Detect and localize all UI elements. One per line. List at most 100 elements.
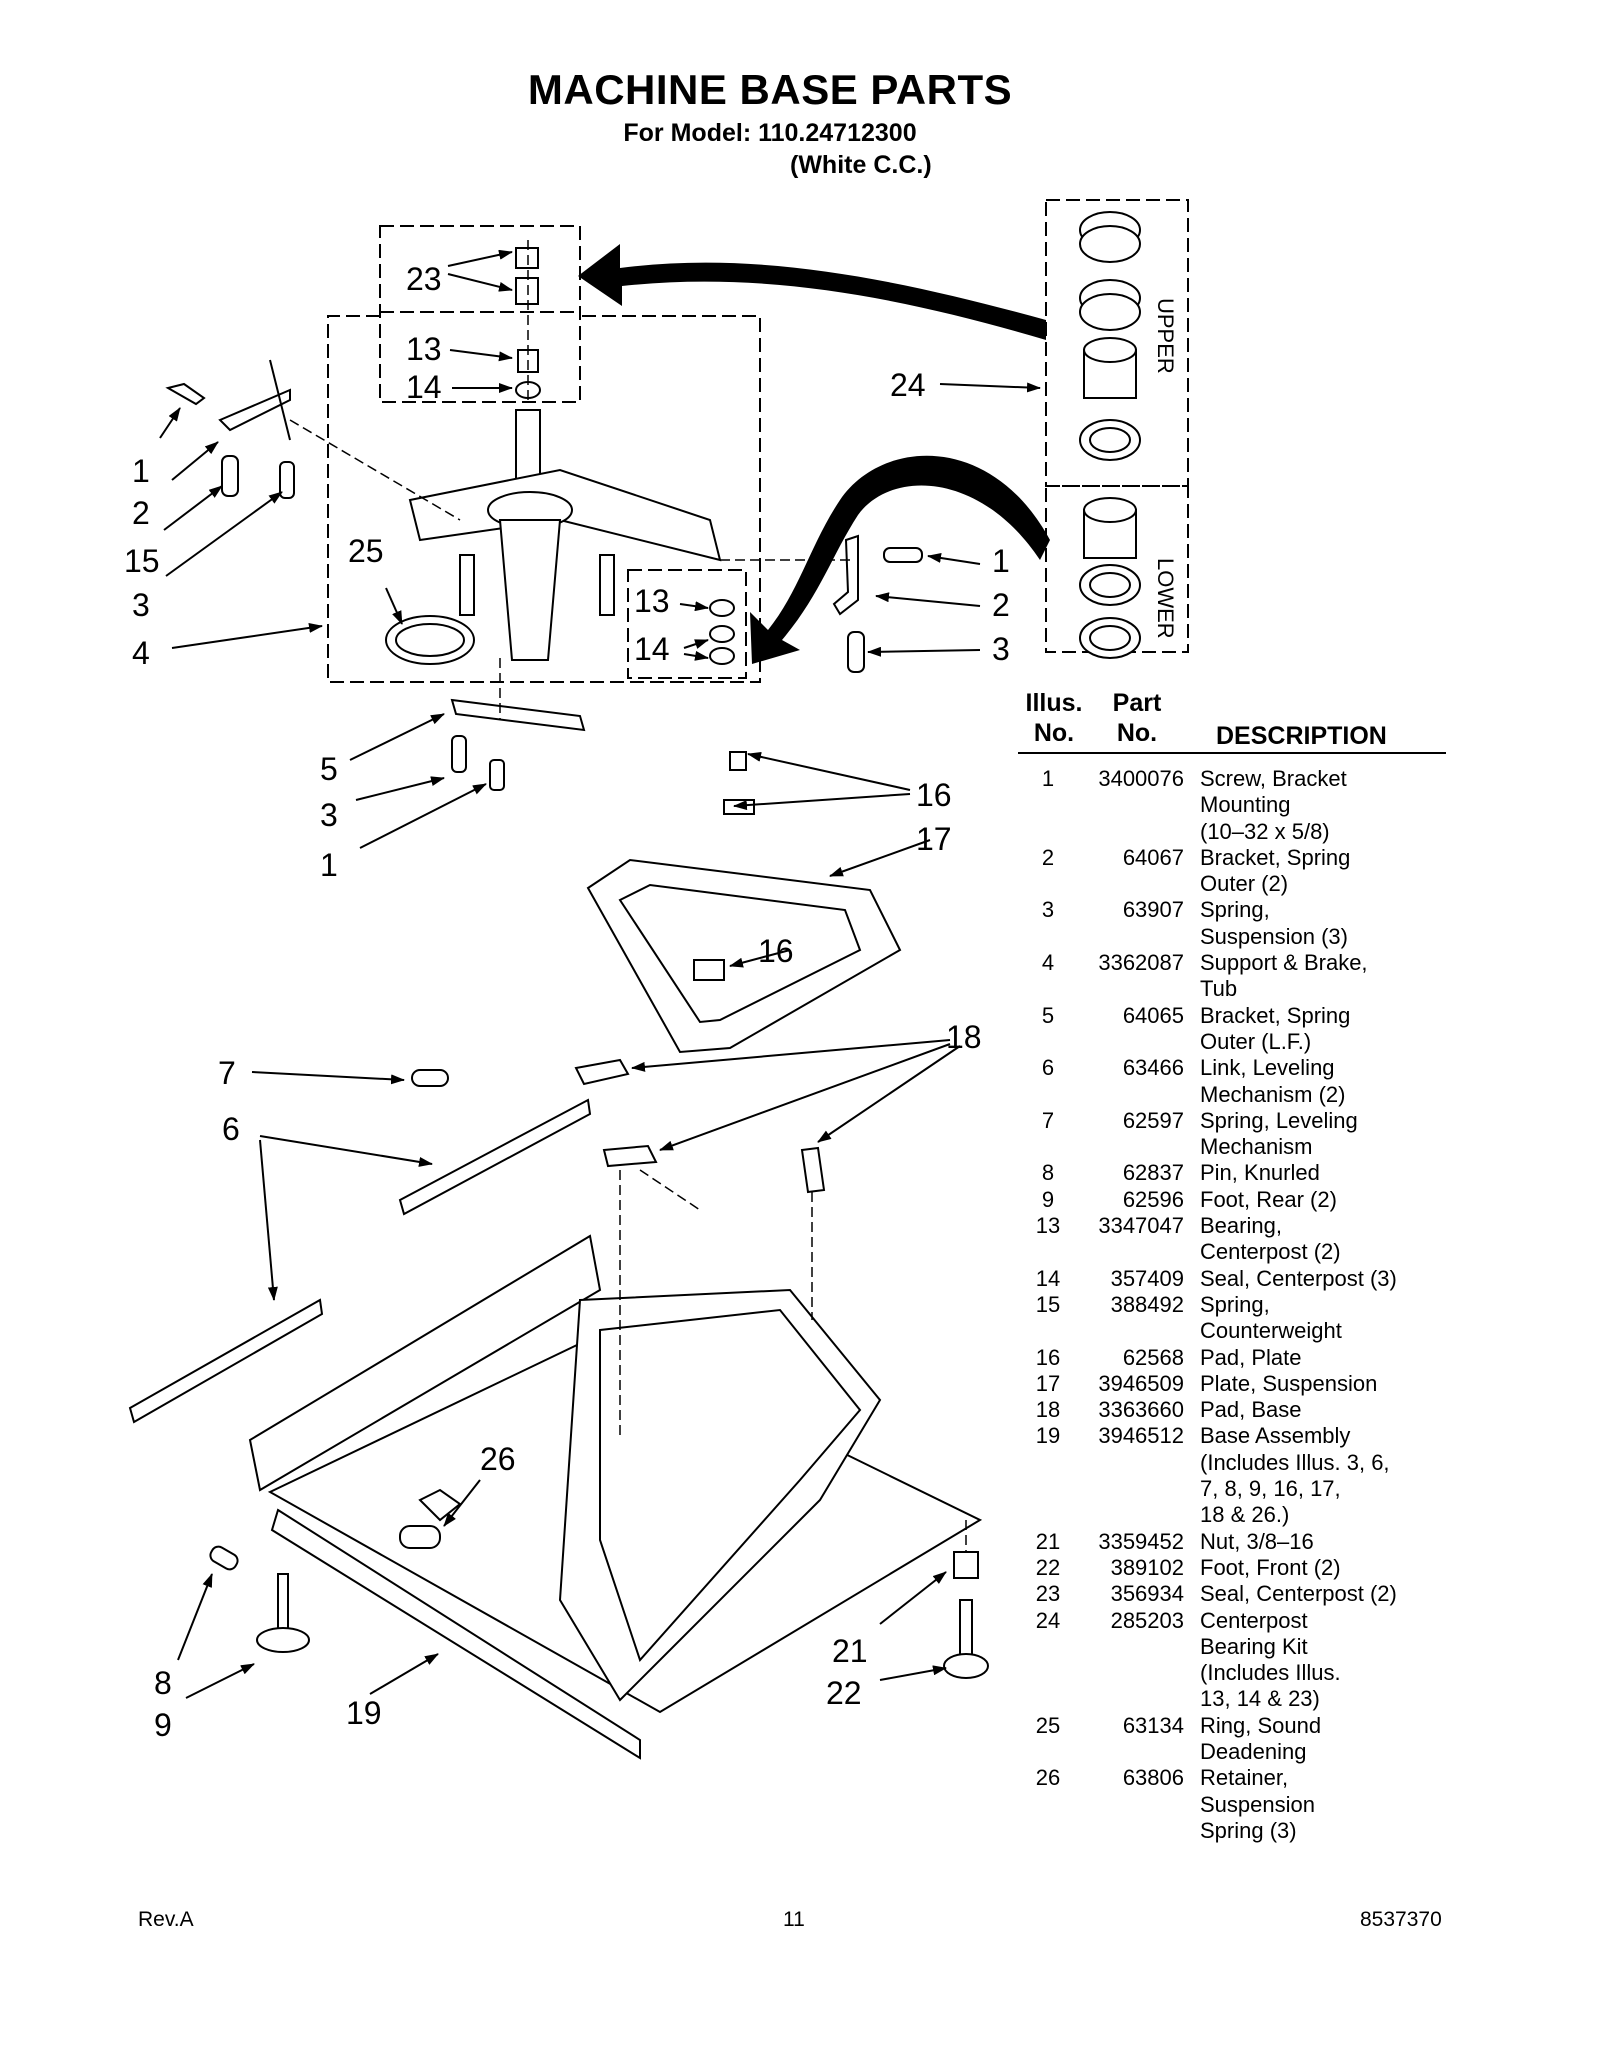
callout-18: 18	[946, 1019, 982, 1055]
callout-23: 23	[406, 261, 442, 297]
callout-16-upper: 16	[916, 777, 952, 813]
color-line: (White C.C.)	[790, 151, 932, 179]
part-number: 3400076	[1098, 766, 1184, 791]
part-description: Nut, 3/8–16	[1200, 1528, 1314, 1554]
illus-number: 18	[1035, 1397, 1061, 1423]
table-row: 21 3359452 Nut, 3/8–16	[1018, 1529, 1448, 1555]
illus-number: 17	[1035, 1370, 1061, 1396]
table-row: 23 356934 Seal, Centerpost (2)	[1018, 1581, 1448, 1607]
callout-17: 17	[916, 821, 952, 857]
part-number: 3347047	[1098, 1213, 1184, 1239]
part-description: Screw, Bracket Mounting (10–32 x 5/8)	[1200, 766, 1347, 844]
part-number: 388492	[1110, 1291, 1184, 1317]
callout-25: 25	[348, 533, 384, 569]
part-description: Link, Leveling Mechanism (2)	[1200, 1055, 1346, 1107]
part-number: 63806	[1122, 1765, 1184, 1791]
document-number: 8537370	[1360, 1908, 1442, 1931]
illus-number: 1	[1041, 766, 1055, 791]
header-illus-line2: No.	[1033, 719, 1075, 747]
callout-14-lower: 14	[634, 631, 670, 667]
table-row: 13 3347047 Bearing, Centerpost (2)	[1018, 1213, 1448, 1266]
parts-list: 1 3400076 Screw, Bracket Mounting (10–32 x…	[1018, 766, 1448, 1844]
callout-16-plate: 16	[758, 933, 794, 969]
part-number: 356934	[1110, 1581, 1184, 1607]
part-number: 63466	[1122, 1055, 1184, 1081]
table-row: 26 63806 Retainer, Suspension Spring (3)	[1018, 1765, 1448, 1844]
callout-5: 5	[320, 751, 338, 787]
bearing-kit-parts	[1079, 211, 1141, 659]
part-description: Foot, Front (2)	[1200, 1554, 1341, 1580]
support-and-brake-tub	[385, 409, 722, 665]
part-description: Centerpost Bearing Kit (Includes Illus. …	[1200, 1607, 1341, 1712]
base-assembly	[248, 1234, 983, 1760]
callout-9: 9	[154, 1707, 172, 1743]
parts-table-header: Illus. No. Part No. DESCRIPTION	[1018, 688, 1446, 754]
callout-2-right: 2	[992, 587, 1010, 623]
upper-kit-label: UPPER	[1153, 298, 1178, 374]
callout-22: 22	[826, 1675, 862, 1711]
callout-13: 13	[406, 331, 442, 367]
revision-label: Rev.A	[138, 1908, 194, 1931]
illus-number: 15	[1035, 1291, 1061, 1317]
part-description: Bracket, Spring Outer (2)	[1200, 844, 1351, 897]
callout-4: 4	[132, 635, 150, 671]
illus-number: 9	[1041, 1186, 1055, 1212]
leveling-parts	[128, 1058, 826, 1424]
callout-15: 15	[124, 543, 160, 579]
header-part-no: Part No.	[1102, 688, 1172, 748]
upper-kit-arrow	[578, 244, 1046, 340]
part-description: Retainer, Suspension Spring (3)	[1200, 1765, 1315, 1843]
illus-number: 23	[1035, 1581, 1061, 1607]
right-bracket-parts	[450, 534, 923, 791]
illus-number: 13	[1035, 1213, 1061, 1239]
page-title: MACHINE BASE PARTS	[527, 66, 1013, 113]
illus-number: 21	[1035, 1528, 1061, 1554]
part-number: 64065	[1122, 1002, 1184, 1028]
callout-19: 19	[346, 1695, 382, 1731]
illus-number: 4	[1041, 950, 1055, 976]
illus-number: 5	[1041, 1002, 1055, 1028]
part-number: 389102	[1110, 1554, 1184, 1580]
part-description: Bracket, Spring Outer (L.F.)	[1200, 1002, 1351, 1054]
header-description: DESCRIPTION	[1216, 722, 1387, 750]
lower-kit-label: LOWER	[1153, 558, 1178, 639]
header-illus-no: Illus. No.	[1018, 688, 1090, 748]
illus-number: 22	[1035, 1554, 1061, 1580]
part-description: Support & Brake, Tub	[1200, 950, 1368, 1002]
illus-number: 3	[1041, 897, 1055, 923]
suspension-plate	[586, 751, 902, 1054]
illus-number: 19	[1035, 1423, 1061, 1449]
part-number: 62568	[1122, 1344, 1184, 1370]
part-description: Seal, Centerpost (2)	[1200, 1581, 1397, 1607]
illus-number: 16	[1035, 1344, 1061, 1370]
part-number: 3362087	[1098, 950, 1184, 976]
part-number: 62597	[1122, 1107, 1184, 1133]
callout-3-right: 3	[992, 631, 1010, 667]
page-number: 11	[783, 1908, 805, 1931]
illus-number: 2	[1041, 844, 1055, 870]
illus-number: 26	[1035, 1765, 1061, 1791]
table-row: 22 389102 Foot, Front (2)	[1018, 1555, 1448, 1581]
callout-13-lower: 13	[634, 583, 670, 619]
callout-3-left: 3	[132, 587, 150, 623]
part-number: 62596	[1122, 1186, 1184, 1212]
part-description: Bearing, Centerpost (2)	[1200, 1213, 1341, 1265]
illus-number: 25	[1035, 1712, 1061, 1738]
callout-2-left: 2	[132, 495, 150, 531]
part-description: Spring, Suspension (3)	[1200, 897, 1348, 949]
part-description: Pad, Base	[1200, 1397, 1302, 1423]
table-row: 1 3400076 Screw, Bracket Mounting (10–32 x…	[1018, 766, 1448, 845]
part-number: 3359452	[1098, 1528, 1184, 1554]
part-number: 357409	[1110, 1265, 1184, 1291]
part-description: Ring, Sound Deadening	[1200, 1712, 1322, 1764]
